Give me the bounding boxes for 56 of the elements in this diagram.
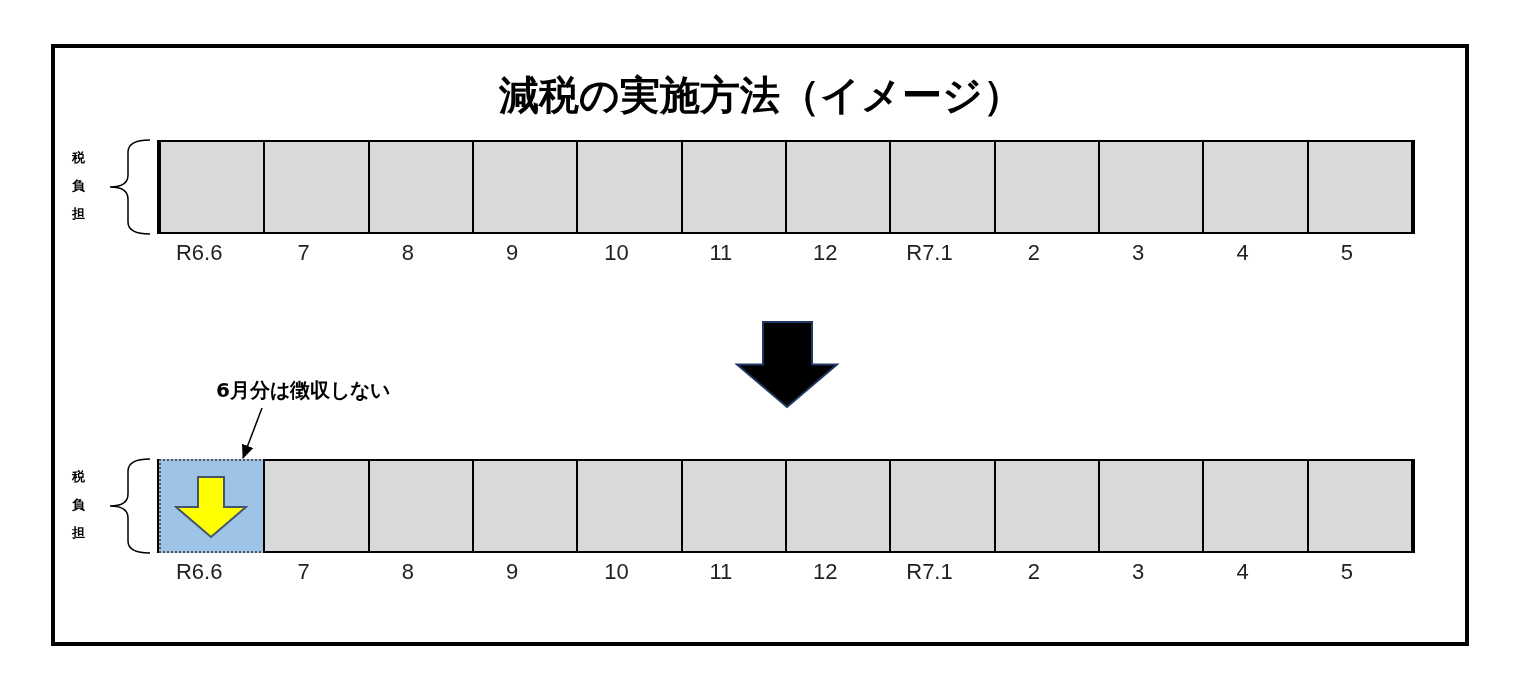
timeline-bar bbox=[157, 140, 1415, 234]
month-label: R7.1 bbox=[905, 240, 954, 266]
month-cell bbox=[472, 459, 579, 553]
month-label: 11 bbox=[708, 240, 734, 266]
month-label: 3 bbox=[1131, 240, 1146, 266]
title: 減税の実施方法（イメージ） bbox=[498, 71, 1024, 120]
callout-text: 6月分は徴収しない bbox=[216, 377, 390, 404]
month-label: 12 bbox=[811, 240, 839, 266]
month-label: 7 bbox=[296, 559, 311, 585]
month-cell bbox=[1098, 140, 1205, 234]
month-cell bbox=[1098, 459, 1205, 553]
month-cell bbox=[472, 140, 579, 234]
block-arrow bbox=[734, 321, 840, 409]
month-label: 3 bbox=[1131, 559, 1146, 585]
month-cell bbox=[889, 140, 996, 234]
month-label: 2 bbox=[1026, 559, 1041, 585]
month-cell bbox=[1202, 140, 1309, 234]
month-cell bbox=[680, 140, 787, 234]
month-label: 9 bbox=[505, 240, 520, 266]
month-cell bbox=[1306, 459, 1413, 553]
month-label: 8 bbox=[400, 559, 415, 585]
month-cell bbox=[367, 140, 474, 234]
month-cell bbox=[159, 459, 266, 553]
month-label: R7.1 bbox=[905, 559, 954, 585]
month-label: 10 bbox=[603, 559, 630, 585]
month-cell bbox=[680, 459, 787, 553]
month-label: 9 bbox=[505, 559, 520, 585]
month-cell bbox=[1202, 459, 1309, 553]
month-label: 2 bbox=[1026, 240, 1041, 266]
month-cell bbox=[263, 459, 370, 553]
month-label: 12 bbox=[811, 559, 839, 585]
month-cell bbox=[576, 140, 683, 234]
month-cell bbox=[576, 459, 683, 553]
row-label: 税負担 bbox=[70, 468, 86, 542]
month-label: R6.6 bbox=[174, 240, 224, 266]
timeline-bar bbox=[157, 459, 1415, 553]
month-cell bbox=[889, 459, 996, 553]
month-cell bbox=[993, 140, 1100, 234]
leader-line bbox=[242, 407, 263, 459]
month-label: 5 bbox=[1339, 559, 1354, 585]
month-label: 7 bbox=[296, 240, 311, 266]
month-label: 10 bbox=[603, 240, 630, 266]
month-cell bbox=[1306, 140, 1413, 234]
month-label: 8 bbox=[400, 240, 415, 266]
month-cell bbox=[367, 459, 474, 553]
month-cell bbox=[785, 140, 892, 234]
month-label: 4 bbox=[1235, 559, 1250, 585]
month-label: 11 bbox=[708, 559, 734, 585]
month-label: 4 bbox=[1235, 240, 1250, 266]
month-label: R6.6 bbox=[174, 559, 224, 585]
month-cell bbox=[159, 140, 266, 234]
month-label: 5 bbox=[1339, 240, 1354, 266]
month-cell bbox=[263, 140, 370, 234]
month-cell bbox=[785, 459, 892, 553]
month-cell bbox=[993, 459, 1100, 553]
row-label: 税負担 bbox=[70, 149, 86, 223]
